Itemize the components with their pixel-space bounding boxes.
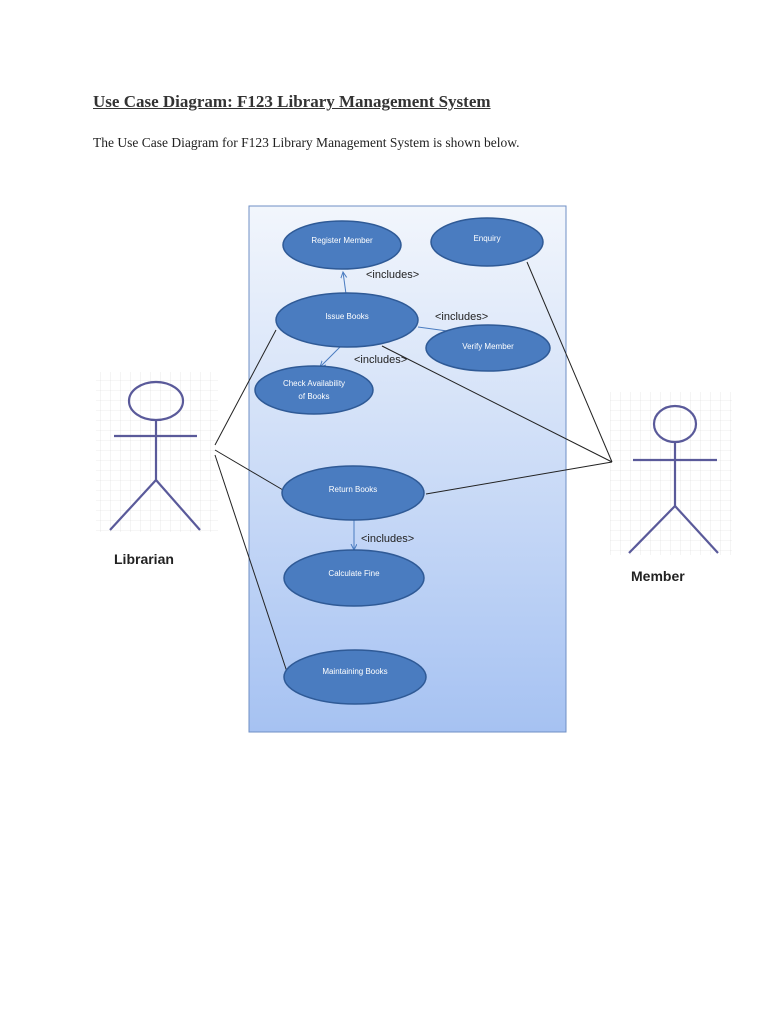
- member-grid-bg: [610, 392, 732, 555]
- librarian-label: Librarian: [114, 551, 174, 567]
- maintaining-books-label: Maintaining Books: [322, 667, 387, 676]
- page-title: Use Case Diagram: F123 Library Managemen…: [93, 92, 491, 111]
- librarian-right-leg: [155, 479, 201, 531]
- assoc-member-enquiry: [526, 261, 613, 463]
- librarian-associations: [214, 329, 288, 673]
- assoc-member-return: [425, 461, 613, 495]
- system-boundary: [248, 205, 567, 733]
- use-case-register-member[interactable]: Register Member: [282, 220, 402, 270]
- use-case-return-books[interactable]: Return Books: [281, 465, 425, 521]
- assoc-librarian-return: [214, 449, 284, 491]
- calculate-fine-label: Calculate Fine: [328, 569, 380, 578]
- use-case-enquiry[interactable]: Enquiry: [430, 217, 544, 267]
- include-arrows: [320, 272, 462, 550]
- use-case-calculate-fine[interactable]: Calculate Fine: [283, 549, 425, 607]
- includes-label-register: <includes>: [366, 269, 419, 281]
- assoc-member-issue: [381, 345, 613, 463]
- member-right-leg: [674, 505, 719, 554]
- use-case-issue-books[interactable]: Issue Books: [275, 292, 419, 348]
- verify-member-label: Verify Member: [462, 342, 514, 351]
- register-member-label: Register Member: [311, 236, 373, 245]
- assoc-librarian-maintain: [214, 454, 288, 673]
- enquiry-label: Enquiry: [473, 234, 500, 243]
- use-case-check-availability[interactable]: Check Availability of Books: [254, 365, 374, 415]
- issue-books-label: Issue Books: [325, 312, 369, 321]
- member-actor[interactable]: [628, 404, 719, 554]
- includes-label-verify: <includes>: [435, 311, 488, 323]
- member-associations: [381, 261, 613, 495]
- check-availability-label-line1: Check Availability: [283, 379, 345, 388]
- librarian-actor[interactable]: [109, 380, 201, 531]
- check-availability-label-line2: of Books: [298, 392, 329, 401]
- return-books-label: Return Books: [329, 485, 377, 494]
- use-case-maintaining-books[interactable]: Maintaining Books: [283, 649, 427, 705]
- intro-text: The Use Case Diagram for F123 Library Ma…: [93, 135, 520, 150]
- librarian-left-leg: [109, 479, 157, 531]
- use-case-verify-member[interactable]: Verify Member: [425, 324, 551, 372]
- assoc-librarian-issue: [214, 329, 277, 446]
- member-label: Member: [631, 568, 685, 584]
- include-arrow-check: [320, 344, 343, 367]
- includes-label-fine: <includes>: [361, 533, 414, 545]
- member-left-leg: [628, 505, 676, 554]
- includes-label-check: <includes>: [354, 354, 407, 366]
- include-arrow-register: [343, 272, 346, 295]
